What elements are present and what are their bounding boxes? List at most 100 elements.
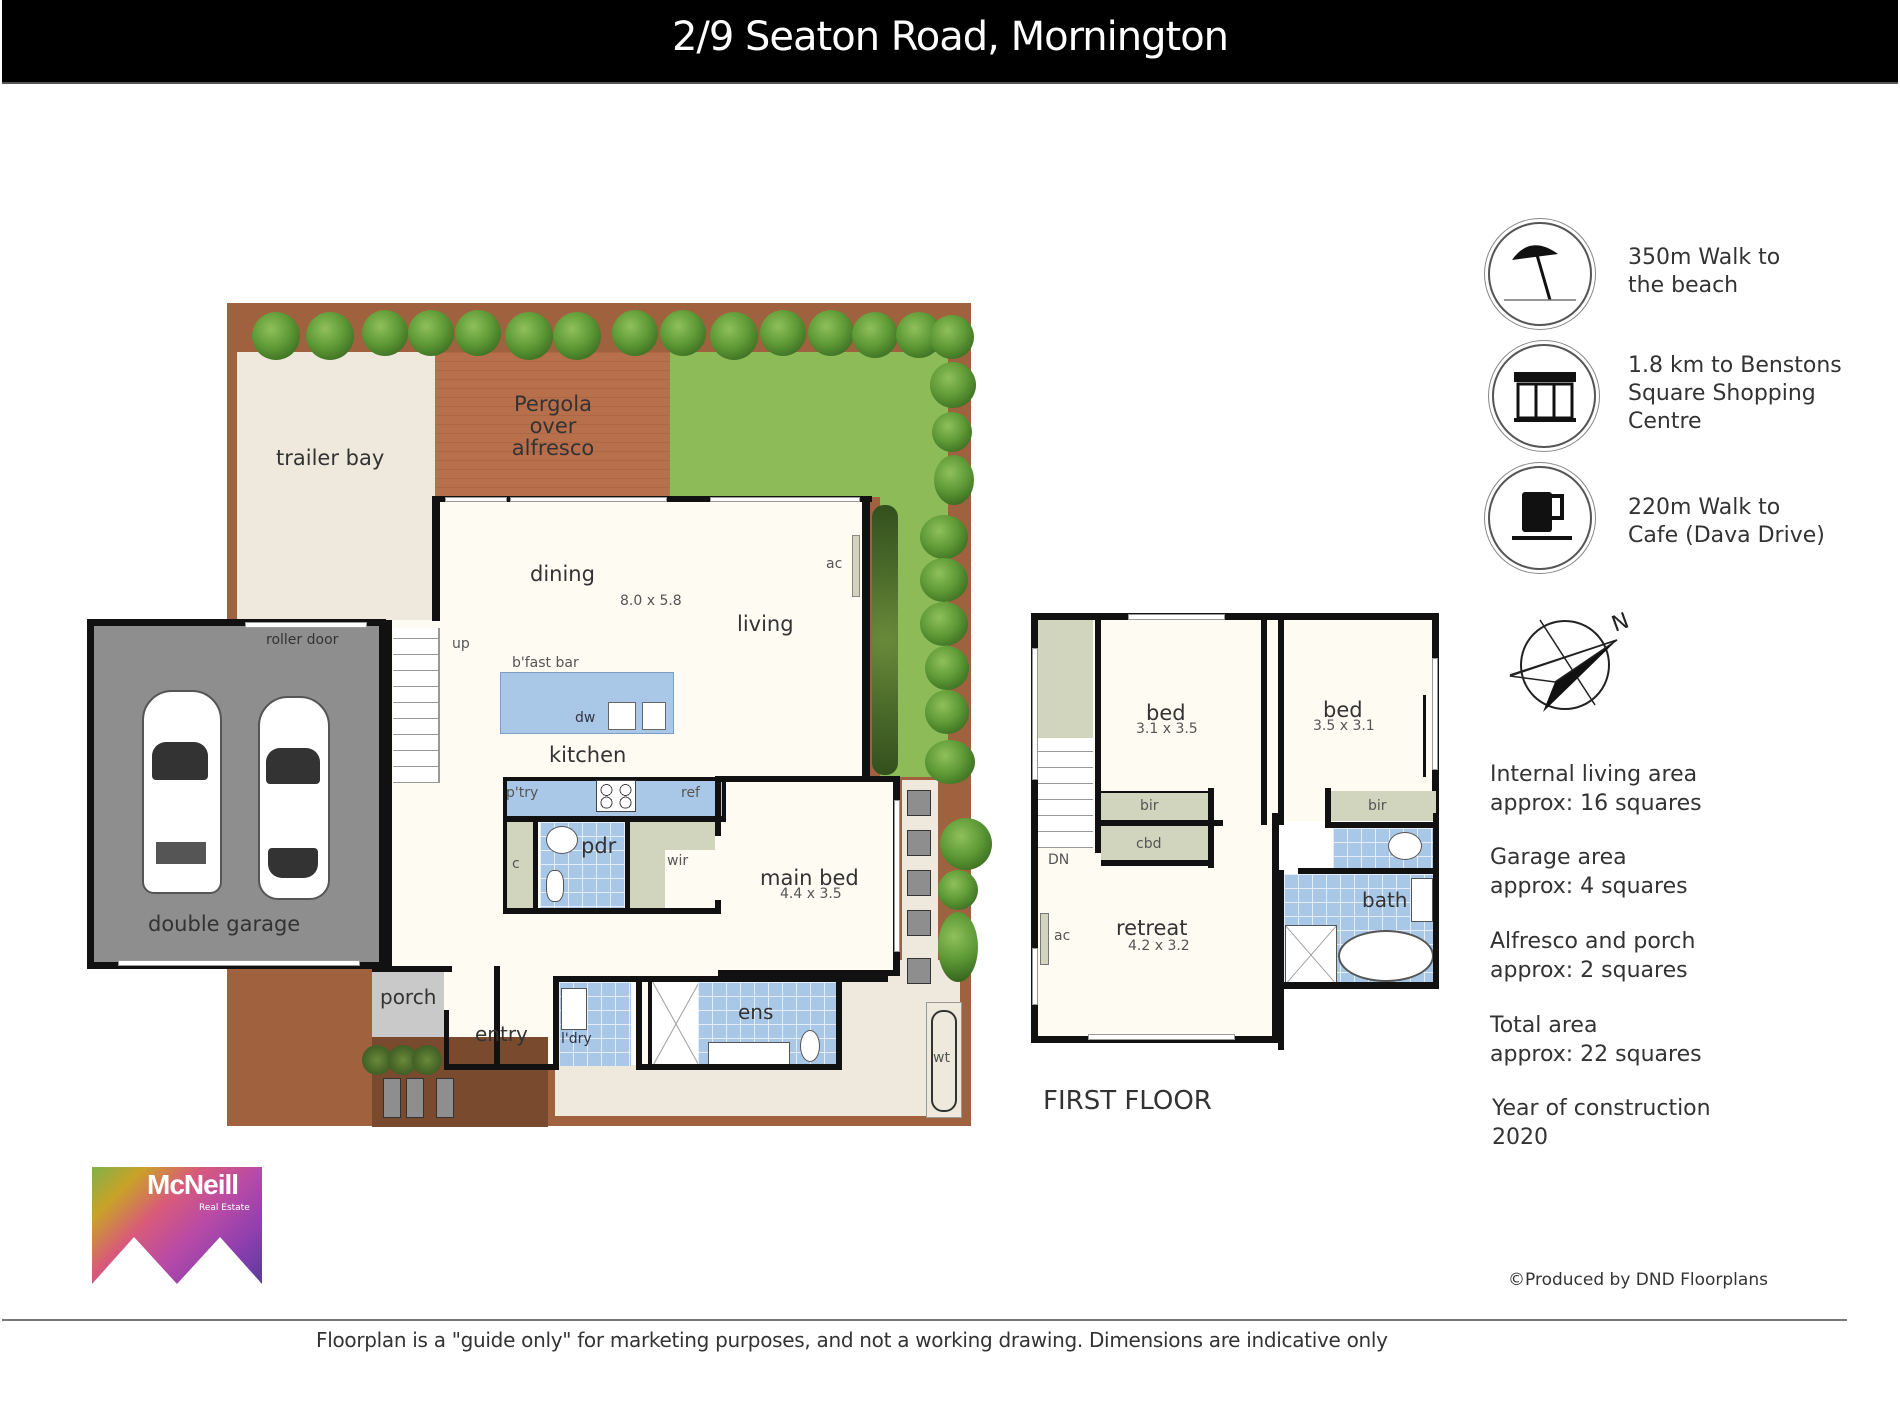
- tree: [306, 312, 354, 360]
- walk-in-robe-floor: [665, 850, 715, 910]
- paver: [907, 910, 931, 936]
- kitchen-label: kitchen: [549, 743, 627, 767]
- staircase: [1038, 738, 1093, 848]
- wall: [1298, 868, 1439, 874]
- bed2-label: bed: [1323, 698, 1363, 722]
- tree: [938, 912, 978, 982]
- paver: [907, 830, 931, 856]
- wall: [1095, 613, 1101, 853]
- agency-logo: McNeill Real Estate: [92, 1167, 262, 1284]
- wall: [636, 1064, 841, 1070]
- wall: [862, 496, 870, 776]
- porch-label: porch: [380, 985, 437, 1009]
- stair-void: [1038, 620, 1093, 745]
- toilet-icon: [546, 826, 578, 854]
- tree: [925, 690, 969, 734]
- wall: [553, 978, 559, 1070]
- linen-cupboard: [503, 822, 537, 910]
- property-address: 2/9 Seaton Road, Mornington: [671, 14, 1229, 60]
- title-bar: 2/9 Seaton Road, Mornington: [2, 0, 1898, 84]
- tree: [408, 310, 454, 356]
- first-floor-plan: DN bed 3.1 x 3.5 bed 3.5 x 3.1 bir cbd b…: [1028, 608, 1448, 1128]
- amenity-text: 220m Walk to Cafe (Dava Drive): [1628, 495, 1825, 548]
- wall: [444, 1010, 449, 1070]
- lawn: [670, 352, 948, 497]
- shrub: [872, 505, 898, 775]
- retreat-dims: 4.2 x 3.2: [1128, 938, 1190, 954]
- wall: [372, 966, 452, 972]
- compass-north-label: N: [1609, 610, 1633, 638]
- wall: [553, 976, 888, 982]
- wall: [1278, 982, 1439, 989]
- wall: [448, 1064, 558, 1070]
- wall: [1325, 822, 1439, 828]
- window: [894, 800, 900, 952]
- bir2-label: bir: [1368, 798, 1387, 814]
- double-garage-label: double garage: [148, 912, 301, 936]
- wall: [533, 820, 538, 912]
- window: [1032, 648, 1038, 780]
- paver: [907, 958, 931, 984]
- window: [1128, 614, 1225, 620]
- sink: [608, 702, 636, 730]
- main-bed-label: main bed: [760, 866, 859, 890]
- pergola-deck: [435, 352, 670, 497]
- wall: [384, 620, 392, 970]
- tree: [940, 818, 992, 870]
- amenity-text: 1.8 km to Benstons Square Shopping Centr…: [1628, 353, 1842, 434]
- wall: [1208, 788, 1214, 868]
- powder-room-label: pdr: [581, 834, 617, 858]
- robe-door: [1423, 695, 1426, 777]
- wall: [715, 900, 721, 914]
- area-internal: Internal living area approx: 16 squares: [1490, 762, 1702, 816]
- tree: [925, 646, 969, 690]
- ensuite-label: ens: [738, 1000, 774, 1024]
- tree: [760, 310, 806, 356]
- toilet-icon: [1388, 832, 1422, 860]
- cupboard: [1101, 826, 1208, 862]
- wall: [1325, 788, 1331, 828]
- shrub: [362, 1045, 392, 1075]
- window: [1032, 948, 1038, 1005]
- dining-label: dining: [530, 562, 595, 586]
- toilet-icon: [800, 1030, 820, 1062]
- year-of-construction: Year of construction 2020: [1492, 1096, 1711, 1150]
- entry-label: entry: [475, 1022, 528, 1046]
- wall: [494, 966, 500, 1066]
- ac-unit: [1040, 913, 1049, 965]
- wall: [1278, 870, 1284, 1050]
- store-icon: [1492, 344, 1596, 448]
- window: [445, 497, 507, 502]
- paver: [383, 1078, 401, 1118]
- roller-door-label: roller door: [266, 632, 339, 648]
- wall: [1278, 613, 1284, 825]
- tree: [710, 312, 758, 360]
- tree: [362, 310, 408, 356]
- tree: [612, 310, 658, 356]
- sink: [642, 702, 666, 730]
- wall: [836, 976, 842, 1070]
- footer-divider: [2, 1319, 1847, 1321]
- tree: [808, 310, 854, 356]
- amenity-beach: 350m Walk to the beach: [1488, 222, 1888, 326]
- shower: [648, 982, 700, 1066]
- wall: [636, 980, 642, 1070]
- tree: [920, 602, 968, 646]
- bed1-label: bed: [1146, 701, 1186, 725]
- water-tank-label: wt: [933, 1050, 950, 1066]
- staircase: [393, 628, 440, 783]
- bed1-dims: 3.1 x 3.5: [1136, 721, 1198, 737]
- fridge-label: ref: [681, 785, 700, 801]
- ground-floor-plan: trailer bay Pergola over alfresco ac din…: [0, 0, 1000, 1140]
- pergola-label: Pergola over alfresco: [511, 392, 595, 460]
- tree: [852, 312, 898, 358]
- laundry-label: l'dry: [561, 1031, 592, 1047]
- water-tank-shape: [931, 1010, 957, 1112]
- tree: [660, 310, 706, 356]
- tree: [930, 362, 976, 408]
- main-bed-dims: 4.4 x 3.5: [780, 886, 842, 902]
- tree: [938, 870, 978, 910]
- amenity-text: 350m Walk to the beach: [1628, 245, 1781, 298]
- laundry-tub: [561, 988, 587, 1030]
- tree: [920, 558, 968, 602]
